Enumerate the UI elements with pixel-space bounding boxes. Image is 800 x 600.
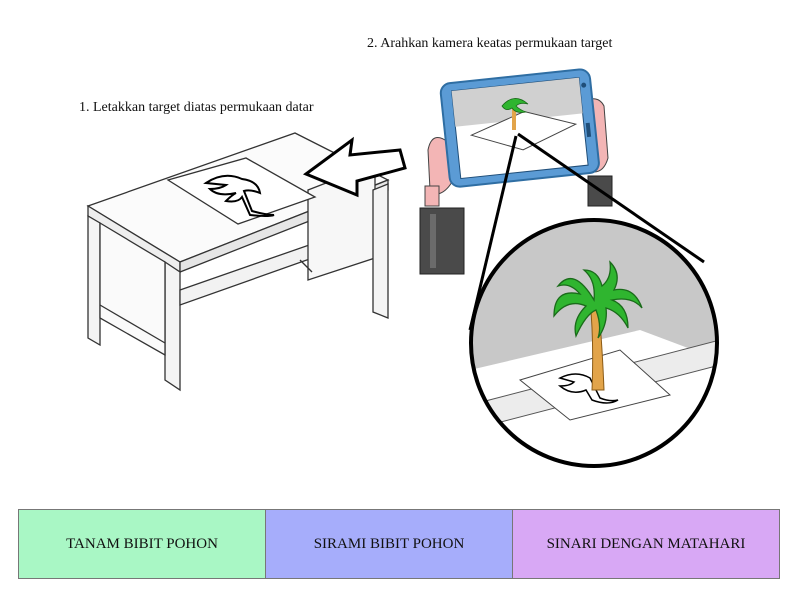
- target-marker: [203, 174, 275, 217]
- step-2-instruction: 2. Arahkan kamera keatas permukaan targe…: [367, 36, 613, 51]
- puzzle-piece-plant[interactable]: TANAM BIBIT POHON: [18, 509, 266, 579]
- puzzle-piece-water[interactable]: SIRAMI BIBIT POHON: [265, 509, 513, 579]
- step-1-instruction: 1. Letakkan target diatas permukaan data…: [79, 100, 314, 115]
- puzzle-piece-label: SIRAMI BIBIT POHON: [313, 535, 465, 552]
- palm-tree-icon: [553, 260, 643, 391]
- puzzle-piece-label: SINARI DENGAN MATAHARI: [546, 535, 746, 552]
- arrow-left-icon: [302, 136, 407, 198]
- ar-instruction-illustration: [86, 68, 719, 468]
- puzzle-piece-sun[interactable]: SINARI DENGAN MATAHARI: [512, 509, 780, 579]
- desk-illustration: [86, 132, 390, 392]
- magnifier-circle: [469, 218, 719, 468]
- phone-in-hands-illustration: [419, 68, 613, 275]
- puzzle-piece-label: TANAM BIBIT POHON: [66, 535, 218, 552]
